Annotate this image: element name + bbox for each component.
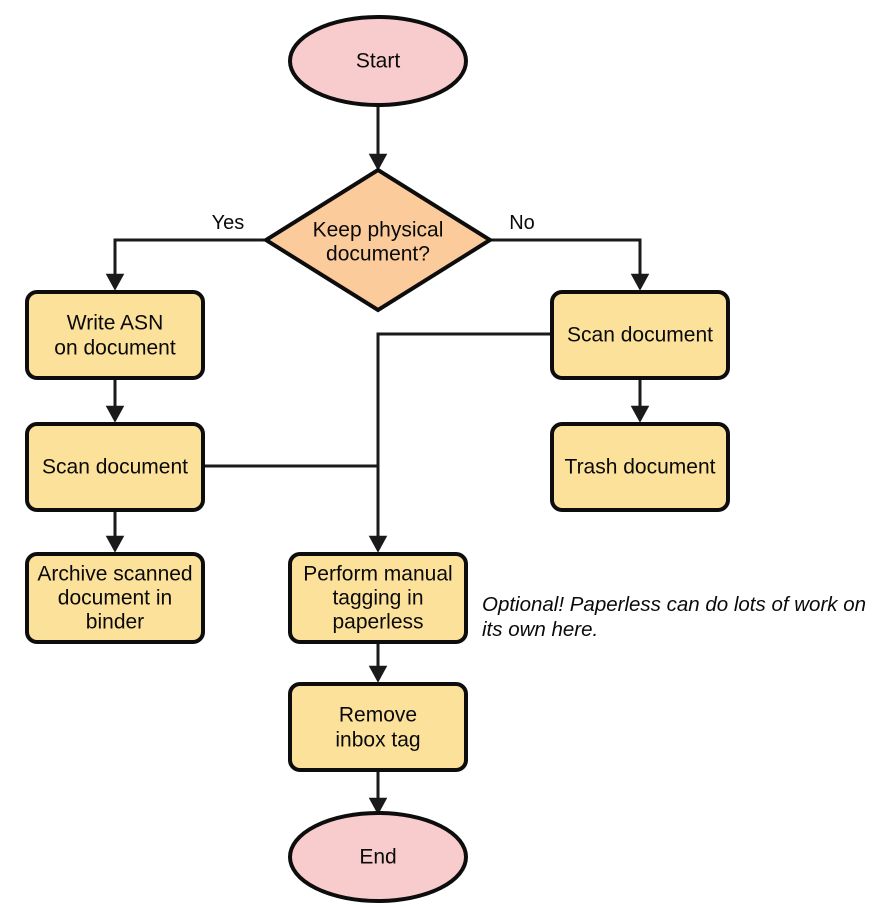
trash-box	[550, 422, 730, 512]
scan-left-label: Scan document	[42, 456, 188, 479]
decision-label-line2: document?	[326, 243, 430, 266]
tagging-label-line1: Perform manual	[303, 563, 452, 586]
scan-left-box	[25, 422, 205, 512]
node-archive-scanned-document[interactable]: Archive scanned document in binder	[25, 552, 205, 644]
edge-scan-right-to-tagging	[368, 332, 552, 553]
start-label: Start	[356, 50, 401, 73]
node-trash-document[interactable]: Trash document	[550, 422, 730, 512]
archive-label-line2: document in	[58, 587, 172, 610]
node-decision-keep-physical-document[interactable]: Keep physical document?	[262, 167, 494, 313]
write-asn-label-line1: Write ASN	[67, 312, 163, 335]
start-ellipse	[288, 15, 468, 107]
write-asn-label-line2: on document	[54, 337, 176, 360]
edge-label-no: No	[509, 212, 535, 234]
node-scan-document-left[interactable]: Scan document	[25, 422, 205, 512]
end-label: End	[359, 846, 396, 869]
tagging-label-line3: paperless	[332, 611, 423, 634]
node-scan-document-right[interactable]: Scan document	[550, 290, 730, 380]
edge-decision-yes-to-write-asn	[105, 238, 266, 291]
archive-box	[25, 552, 205, 644]
archive-label-line3: binder	[86, 611, 144, 634]
trash-label: Trash document	[565, 456, 716, 479]
node-write-asn[interactable]: Write ASN on document	[25, 290, 205, 380]
remove-inbox-box	[288, 682, 468, 772]
decision-label-line1: Keep physical	[313, 219, 444, 242]
archive-label-line1: Archive scanned	[37, 563, 192, 586]
end-ellipse	[288, 811, 468, 903]
tagging-label-line2: tagging in	[332, 587, 423, 610]
remove-inbox-label-line2: inbox tag	[335, 729, 420, 752]
remove-inbox-label-line1: Remove	[339, 704, 417, 727]
decision-diamond	[262, 167, 494, 313]
node-perform-manual-tagging[interactable]: Perform manual tagging in paperless	[288, 552, 468, 644]
node-remove-inbox-tag[interactable]: Remove inbox tag	[288, 682, 468, 772]
annotation-line2: its own here.	[482, 618, 598, 641]
edge-label-yes: Yes	[212, 212, 245, 234]
node-start[interactable]: Start	[288, 15, 468, 107]
scan-right-box	[550, 290, 730, 380]
tagging-box	[288, 552, 468, 644]
scan-right-label: Scan document	[567, 324, 713, 347]
node-end[interactable]: End	[288, 811, 468, 903]
annotation-line1: Optional! Paperless can do lots of work …	[482, 593, 866, 616]
write-asn-box	[25, 290, 205, 380]
edge-decision-no-to-scan-right	[490, 238, 650, 291]
